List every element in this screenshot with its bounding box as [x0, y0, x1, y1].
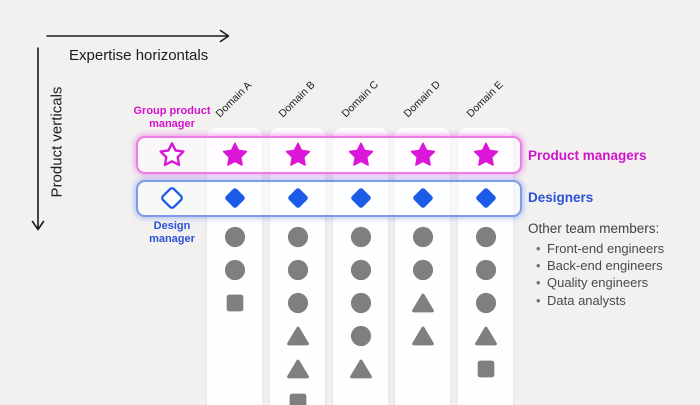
- diamond-icon: [348, 186, 373, 211]
- product-managers-row: [136, 136, 522, 174]
- circle-icon: [412, 259, 434, 281]
- diamond-icon: [222, 186, 247, 211]
- design-manager-diamond-icon: [160, 186, 185, 211]
- circle-icon: [287, 226, 309, 248]
- square-icon: [288, 392, 308, 405]
- domain-label: Domain E: [464, 78, 506, 120]
- circle-icon: [350, 226, 372, 248]
- circle-icon: [412, 226, 434, 248]
- other-team-member-item: Data analysts: [528, 292, 664, 309]
- diamond-icon: [285, 186, 310, 211]
- domain-label: Domain B: [276, 78, 318, 120]
- circle-icon: [224, 259, 246, 281]
- diamond-icon: [410, 186, 435, 211]
- triangle-icon: [411, 325, 435, 347]
- group-product-manager-label: Group product manager: [133, 105, 211, 130]
- star-icon: [409, 142, 436, 169]
- star-icon: [472, 142, 499, 169]
- design-manager-label: Design manager: [149, 220, 195, 245]
- expertise-axis-arrow: [46, 29, 230, 43]
- circle-icon: [350, 292, 372, 314]
- domain-label: Domain D: [401, 78, 444, 120]
- other-team-members-title: Other team members:: [528, 221, 660, 236]
- circle-icon: [287, 292, 309, 314]
- diamond-icon: [473, 186, 498, 211]
- other-team-member-item: Front-end engineers: [528, 240, 664, 257]
- square-icon: [225, 293, 245, 313]
- star-icon: [347, 142, 374, 169]
- circle-icon: [287, 259, 309, 281]
- circle-icon: [350, 325, 372, 347]
- circle-icon: [350, 259, 372, 281]
- axes-graphic: [31, 29, 230, 231]
- triangle-icon: [411, 292, 435, 314]
- star-icon: [221, 142, 248, 169]
- other-team-members-block: Other team members: Front-end engineersB…: [528, 220, 664, 309]
- circle-icon: [475, 292, 497, 314]
- circle-icon: [224, 226, 246, 248]
- product-axis-label: Product verticals: [48, 86, 66, 198]
- other-team-member-item: Quality engineers: [528, 274, 664, 291]
- product-axis-arrow: [31, 47, 45, 231]
- designers-row: [136, 180, 522, 217]
- square-icon: [476, 359, 496, 379]
- other-team-members-list: Front-end engineersBack-end engineersQua…: [528, 240, 664, 309]
- star-icon: [284, 142, 311, 169]
- designers-label: Designers: [528, 190, 594, 205]
- group-product-manager-star-icon: [159, 142, 186, 169]
- product-managers-label: Product managers: [528, 148, 647, 163]
- other-team-member-item: Back-end engineers: [528, 257, 664, 274]
- circle-icon: [475, 259, 497, 281]
- expertise-axis-label: Expertise horizontals: [69, 47, 209, 64]
- circle-icon: [475, 226, 497, 248]
- triangle-icon: [349, 358, 373, 380]
- triangle-icon: [474, 325, 498, 347]
- triangle-icon: [286, 358, 310, 380]
- domain-label: Domain C: [339, 78, 382, 120]
- triangle-icon: [286, 325, 310, 347]
